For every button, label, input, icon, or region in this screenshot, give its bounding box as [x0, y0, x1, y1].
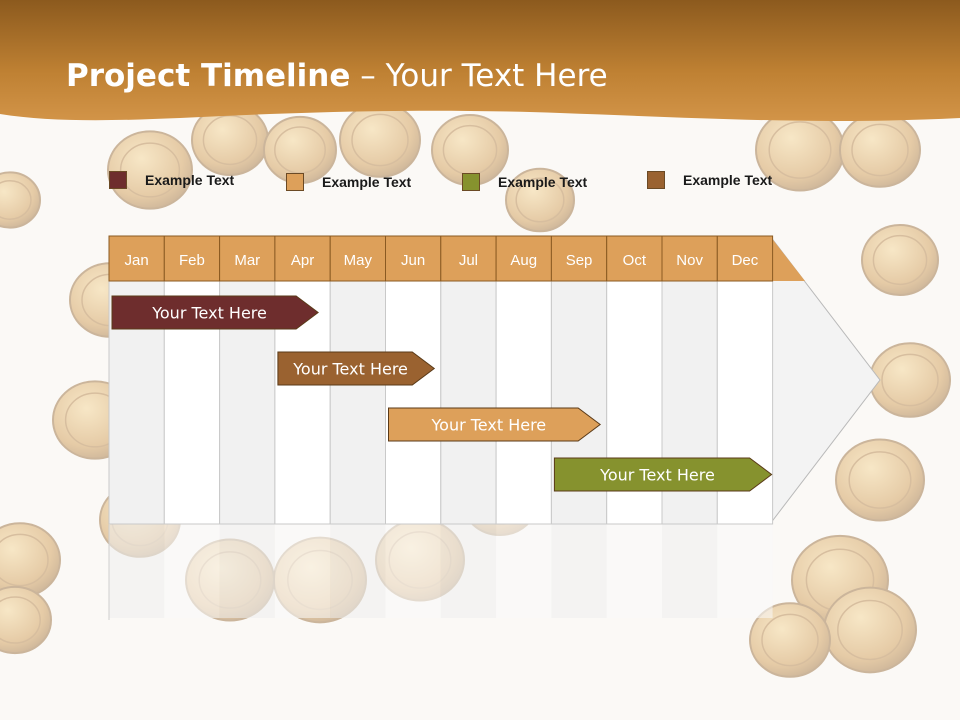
month-column-reflection — [551, 518, 607, 618]
month-label-nov: Nov — [676, 252, 703, 269]
month-column-aug — [495, 280, 552, 525]
legend-item-2: Example Text — [286, 171, 411, 193]
task-bar-3 — [388, 407, 602, 442]
month-column-reflection — [662, 518, 718, 618]
month-label-aug: Aug — [510, 252, 537, 269]
month-column-reflection — [109, 518, 165, 618]
month-header-cell-feb — [163, 235, 221, 282]
month-label-jan: Jan — [125, 252, 149, 269]
timeline-reflection — [108, 518, 773, 620]
coin-rim — [0, 596, 41, 644]
coin-icon — [749, 602, 831, 678]
month-header-cell-mar — [219, 235, 276, 282]
coin-rim — [837, 599, 903, 661]
month-header-cell-dec — [716, 235, 774, 282]
coin-icon — [861, 224, 939, 296]
month-column-reflection — [219, 518, 275, 618]
timeline-arrow-header-cap — [770, 236, 805, 281]
month-column-reflection — [164, 518, 220, 618]
coin-rim — [0, 533, 49, 587]
month-label-may: May — [344, 252, 373, 269]
month-label-dec: Dec — [732, 252, 759, 269]
month-column-reflection — [717, 518, 773, 618]
coin-rim — [761, 613, 819, 667]
month-label-feb: Feb — [179, 252, 205, 269]
task-bar-label-1: Your Text Here — [151, 304, 267, 323]
coin-icon — [0, 585, 52, 655]
task-bar-1 — [111, 295, 319, 330]
coin-rim — [515, 177, 565, 223]
coin-rim — [872, 234, 928, 286]
month-label-oct: Oct — [623, 252, 647, 269]
legend-item-4: Example Text — [647, 169, 772, 191]
task-bar-2 — [277, 351, 436, 386]
legend-swatch-1 — [109, 171, 127, 189]
month-column-jul — [440, 280, 497, 525]
legend-label-2: Example Text — [322, 174, 412, 190]
task-bar-label-4: Your Text Here — [599, 466, 715, 485]
header-band — [0, 0, 960, 121]
coin-icon — [505, 167, 575, 233]
coin-icon — [107, 130, 193, 210]
month-column-reflection — [606, 518, 662, 618]
legend-swatch-2 — [286, 173, 304, 191]
coin-rim — [202, 114, 258, 166]
legend-item-3: Example Text — [462, 171, 587, 193]
legend-swatch-3 — [462, 173, 480, 191]
month-header: Jan Feb Mar Apr May Jun Jul Aug Sep Oct Nov Dec — [108, 235, 774, 282]
legend-item-1: Example Text — [109, 169, 234, 191]
month-header-cell-nov — [661, 235, 718, 282]
month-header-cell-jul — [440, 235, 497, 282]
legend-label-4: Example Text — [683, 172, 773, 188]
month-column-may — [329, 280, 387, 525]
month-header-cell-may — [329, 235, 387, 282]
coin-rim — [848, 451, 912, 509]
task-bar-label-2: Your Text Here — [292, 360, 408, 379]
coin-rim — [351, 113, 409, 167]
legend-label-3: Example Text — [498, 174, 588, 190]
coin-icon — [0, 171, 41, 229]
month-column-reflection — [496, 518, 552, 618]
month-header-cell-jan — [108, 235, 165, 282]
legend-swatch-4 — [647, 171, 665, 189]
month-header-cell-sep — [550, 235, 608, 282]
month-label-sep: Sep — [566, 252, 593, 269]
month-column-reflection — [385, 518, 441, 618]
month-label-apr: Apr — [291, 252, 314, 269]
task-bar-label-3: Your Text Here — [431, 416, 547, 435]
month-header-cell-oct — [606, 235, 663, 282]
coin-rim — [119, 142, 181, 198]
month-label-mar: Mar — [234, 252, 260, 269]
coin-rim — [851, 123, 909, 177]
page-title: Project Timeline – Your Text Here — [66, 58, 608, 94]
title-rest: – Your Text Here — [350, 58, 608, 94]
coin-rim — [768, 121, 832, 179]
coin-icon — [835, 438, 925, 522]
coin-rim — [0, 180, 32, 220]
month-column-reflection — [330, 518, 386, 618]
title-bold: Project Timeline — [66, 58, 351, 94]
coin-rim — [881, 353, 939, 407]
month-column-reflection — [440, 518, 497, 618]
legend-label-1: Example Text — [145, 172, 235, 188]
month-column-jun — [385, 280, 442, 525]
month-label-jul: Jul — [459, 252, 478, 269]
task-bar-4 — [553, 457, 773, 492]
month-column-reflection — [274, 518, 331, 618]
month-header-cell-aug — [495, 235, 552, 282]
month-label-jun: Jun — [401, 252, 425, 269]
